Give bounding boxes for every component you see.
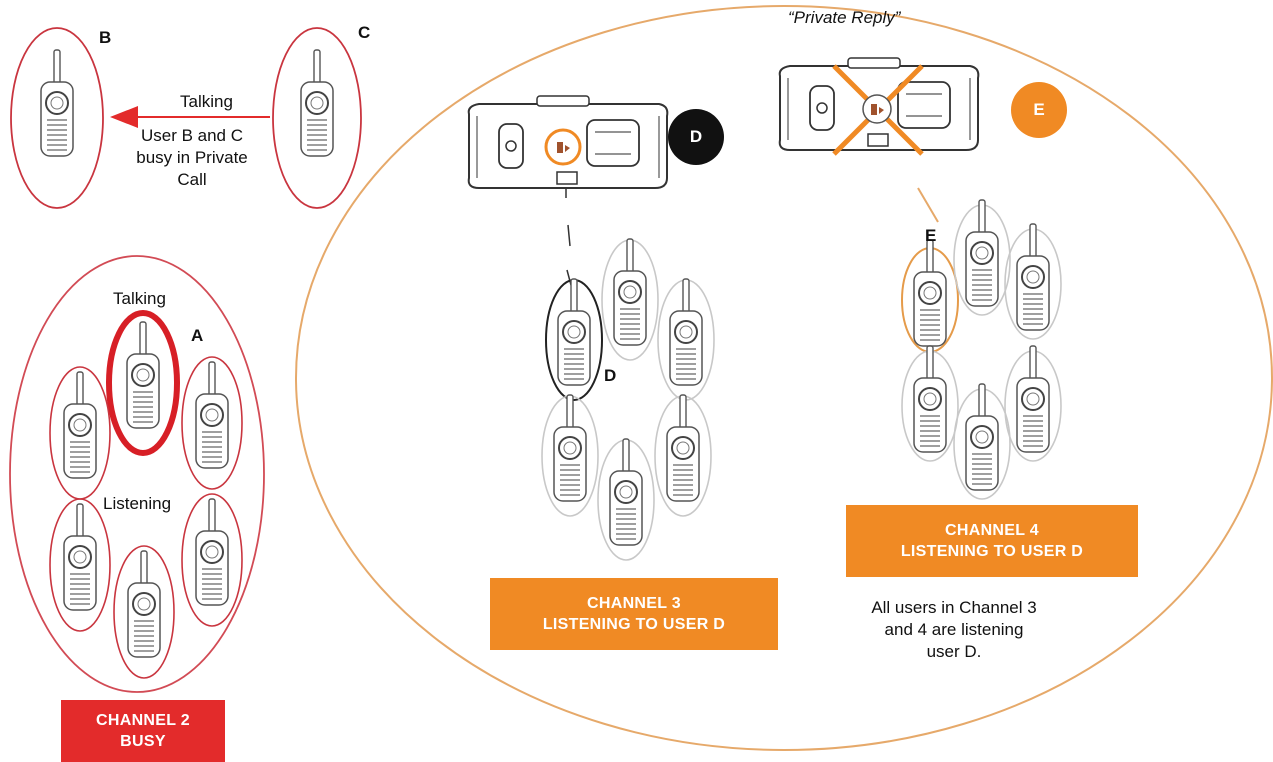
walkie-talkie-icon — [666, 394, 700, 502]
label-e-radio: E — [925, 226, 937, 245]
listening-note-line: All users in Channel 3 — [871, 598, 1037, 617]
walkie-talkie-icon — [965, 199, 999, 307]
radio-ring — [181, 356, 243, 490]
walkie-talkie-icon — [127, 550, 161, 658]
connector-line-d — [565, 188, 572, 286]
channel-2-group-outline — [9, 255, 265, 693]
walkie-talkie-icon — [195, 498, 229, 606]
walkie-talkie-icon — [557, 278, 591, 386]
radio-ring — [49, 498, 111, 632]
listening-note: All users in Channel 3 and 4 are listeni… — [846, 597, 1062, 663]
busy-note-line: Call — [177, 170, 207, 189]
listening-note-line: and 4 are listening — [884, 620, 1024, 639]
walkie-talkie-icon — [40, 49, 74, 157]
walkie-talkie-icon — [195, 361, 229, 469]
walkie-talkie-icon — [913, 239, 947, 347]
label-c: C — [358, 23, 371, 42]
listening-note-line: user D. — [926, 642, 982, 661]
channel-2-status: BUSY — [120, 733, 166, 750]
walkie-talkie-icon — [63, 371, 97, 479]
button-glyph — [871, 104, 884, 115]
channel-4-title: CHANNEL 4 — [945, 522, 1039, 539]
channel-3-box: CHANNEL 3 LISTENING TO USER D — [490, 578, 778, 650]
channel-4-box: CHANNEL 4 LISTENING TO USER D — [846, 505, 1138, 577]
label-talking-bc: Talking — [180, 92, 233, 111]
connector-line-e — [917, 187, 939, 223]
walkie-talkie-icon — [913, 345, 947, 453]
button-glyph — [557, 142, 570, 153]
private-button-icon — [544, 128, 582, 166]
badge-d: D — [668, 109, 724, 165]
channel-3-title: CHANNEL 3 — [587, 595, 681, 612]
label-a: A — [191, 326, 204, 345]
busy-note-line: busy in Private — [136, 148, 248, 167]
busy-note: User B and C busy in Private Call — [112, 125, 272, 191]
radio-ring — [181, 493, 243, 627]
radio-b-ring — [10, 27, 104, 209]
radio-c-ring — [272, 27, 362, 209]
label-d-radio: D — [604, 366, 617, 385]
channel-2-title: CHANNEL 2 — [96, 712, 190, 729]
walkie-talkie-icon — [669, 278, 703, 386]
label-private-reply: “Private Reply” — [788, 8, 901, 27]
walkie-talkie-icon — [1016, 223, 1050, 331]
busy-note-line: User B and C — [140, 126, 244, 145]
walkie-talkie-icon — [63, 503, 97, 611]
walkie-talkie-icon — [1016, 345, 1050, 453]
badge-e: E — [1011, 82, 1067, 138]
walkie-talkie-icon — [300, 49, 334, 157]
radio-a-ring — [106, 310, 180, 456]
radio-topview-icon — [467, 95, 669, 189]
walkie-talkie-icon — [553, 394, 587, 502]
channel-3-4-group-outline — [295, 5, 1273, 751]
channel-4-status: LISTENING TO USER D — [900, 543, 1084, 560]
label-listening: Listening — [103, 494, 172, 513]
walkie-talkie-icon — [613, 238, 647, 346]
channel-3-status: LISTENING TO USER D — [542, 616, 726, 633]
arrow-head-icon — [110, 106, 138, 128]
walkie-talkie-icon — [609, 438, 643, 546]
walkie-talkie-icon — [965, 383, 999, 491]
walkie-talkie-icon — [126, 321, 160, 429]
channel-2-box: CHANNEL 2 BUSY — [61, 700, 225, 762]
radio-ring — [113, 545, 175, 679]
label-b: B — [99, 28, 112, 47]
label-talking-a: Talking — [113, 289, 166, 308]
